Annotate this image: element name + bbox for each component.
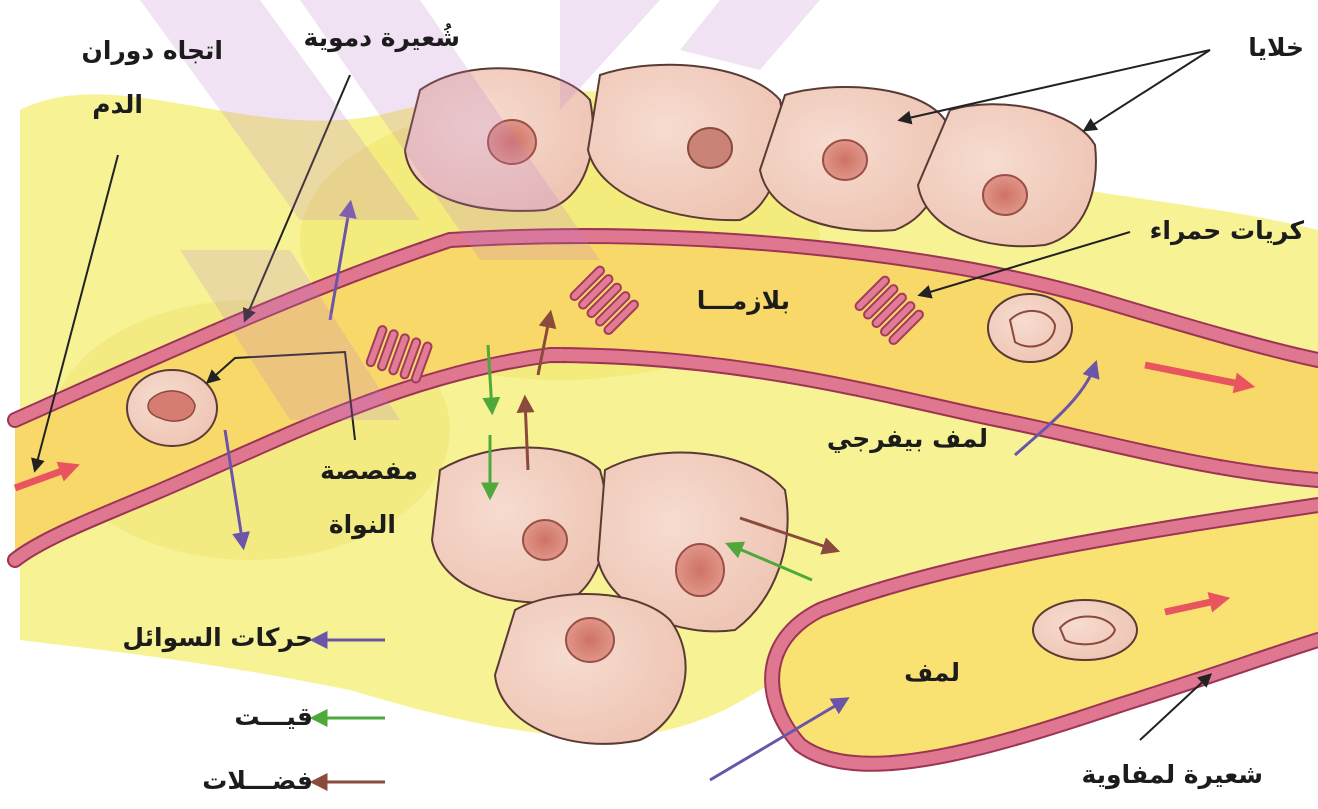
legend-fluid-movement: حركات السوائل (122, 625, 313, 650)
label-nucleolus: مفصصة (320, 458, 418, 483)
label-lymph: لمف (904, 660, 960, 685)
label-red-blood-cells: كريات حمراء (1150, 218, 1304, 243)
cell-nucleus (983, 175, 1027, 215)
cell-nucleus (676, 544, 724, 596)
cell-nucleus (688, 128, 732, 168)
label-blood-capillary: شُعيرة دموية (304, 25, 460, 50)
cell-nucleus (823, 140, 867, 180)
label-interstitial-lymph: لمف بيفرجي (827, 426, 988, 451)
wbc-lymph (1033, 600, 1137, 660)
label-blood-flow-direction: اتجاه دوران (82, 38, 224, 63)
legend-waste: فضـــلات (202, 768, 313, 793)
wbc-capillary (988, 294, 1072, 362)
cell-nucleus (523, 520, 567, 560)
tissue-cell (495, 594, 686, 744)
label-nucleolus-2: النواة (329, 512, 396, 537)
label-cells: خلايا (1248, 35, 1304, 60)
cell-nucleus (566, 618, 614, 662)
tissue-cell (432, 448, 607, 603)
label-lymphatic-capillary: شعيرة لمفاوية (1081, 762, 1263, 787)
legend-nutrients: قيـــت (234, 704, 313, 729)
label-blood-flow-direction-2: الدم (92, 92, 143, 117)
label-plasma: بلازمـــا (697, 288, 790, 313)
